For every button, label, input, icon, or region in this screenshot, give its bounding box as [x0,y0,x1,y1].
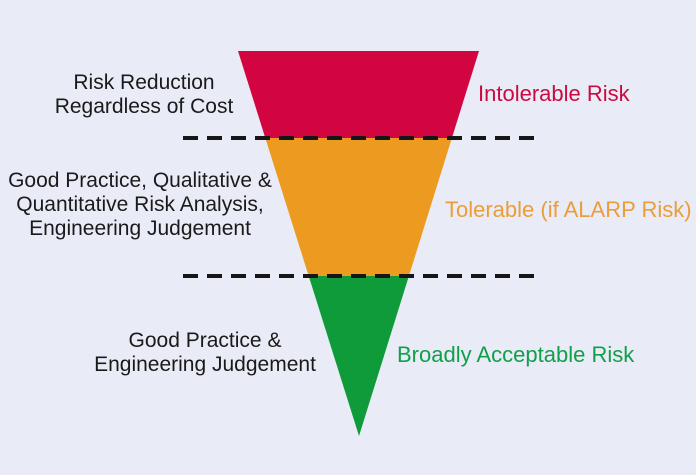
acceptable-region-shape [308,276,409,436]
label-good-practice-judgement: Good Practice & Engineering Judgement [75,329,335,377]
label-line: Good Practice, Qualitative & [8,169,272,192]
label-line: Engineering Judgement [94,353,316,376]
label-line: Good Practice & [128,329,282,352]
label-line: Risk Reduction [73,71,215,94]
label-broadly-acceptable-risk: Broadly Acceptable Risk [397,342,635,367]
label-line: Regardless of Cost [54,95,234,118]
label-line: Engineering Judgement [29,217,251,240]
label-tolerable-alarp-risk: Tolerable (if ALARP Risk) [445,197,692,222]
intolerable-region-shape [238,51,479,138]
label-line: Quantitative Risk Analysis, [16,193,264,216]
label-risk-reduction: Risk Reduction Regardless of Cost [14,71,274,119]
label-good-practice-qra: Good Practice, Qualitative & Quantitativ… [0,169,280,241]
tolerable-region-shape [265,138,452,276]
label-intolerable-risk: Intolerable Risk [478,81,630,106]
